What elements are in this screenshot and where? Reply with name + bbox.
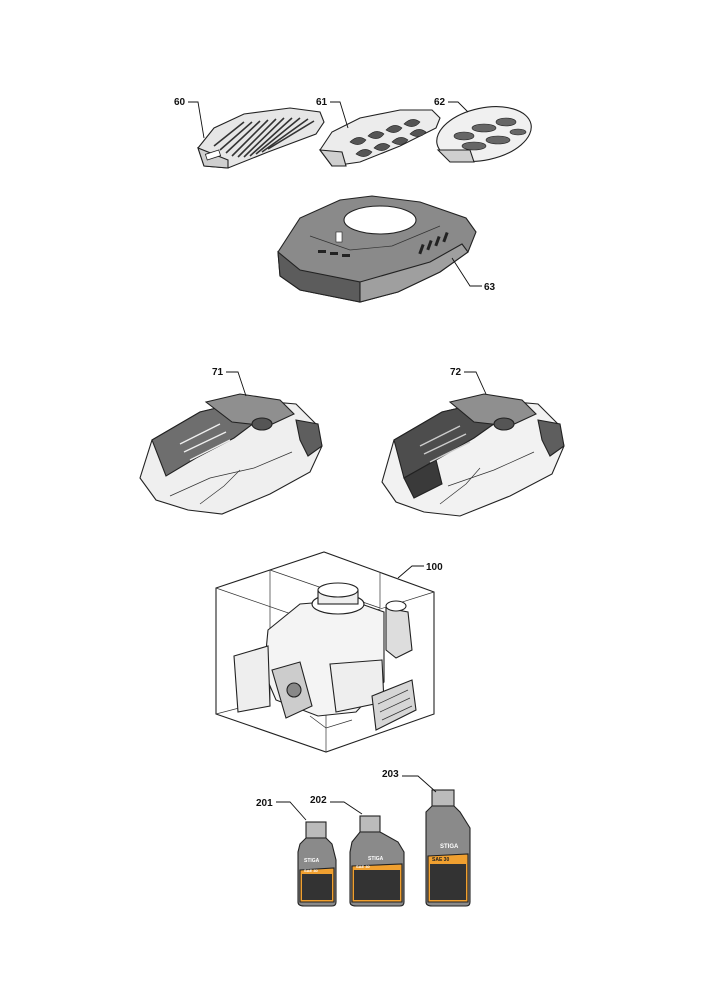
part-63-main-housing	[277, 195, 477, 303]
engine	[233, 582, 417, 731]
callout-202: 202	[310, 795, 363, 815]
brand-text: STIGA	[304, 858, 320, 864]
callout-63: 63	[451, 257, 496, 293]
grade-text: SAE 30	[432, 857, 449, 863]
part-62-round-cover	[436, 106, 532, 163]
callout-72: 72	[450, 367, 487, 395]
part-number-label: 201	[256, 798, 273, 809]
callout-62: 62	[434, 97, 469, 113]
part-number-label: 72	[450, 367, 462, 378]
part-number-label: 100	[426, 562, 443, 573]
part-number-label: 62	[434, 97, 446, 108]
part-number-label: 202	[310, 795, 327, 806]
callout-60: 60	[174, 97, 205, 139]
grade-text: SAE 30	[304, 868, 319, 873]
part-201-oil-bottle: STIGA SAE 30	[297, 821, 337, 907]
callout-203: 203	[382, 769, 437, 793]
callout-201: 201	[256, 798, 307, 821]
part-71-hood-cover	[139, 393, 323, 515]
part-number-label: 60	[174, 97, 186, 108]
part-203-oil-bottle: STIGA SAE 30	[425, 789, 471, 907]
part-202-oil-bottle: STIGA SAE 30	[349, 815, 405, 907]
part-number-label: 71	[212, 367, 224, 378]
part-number-label: 61	[316, 97, 328, 108]
part-61-patterned-cover	[318, 109, 441, 167]
callout-100: 100	[397, 562, 443, 579]
part-number-label: 63	[484, 282, 496, 293]
part-number-label: 203	[382, 769, 399, 780]
callout-71: 71	[212, 367, 247, 397]
part-72-hood-cover	[381, 393, 565, 517]
brand-text: STIGA	[440, 844, 459, 850]
brand-text: STIGA	[368, 856, 384, 862]
callout-61: 61	[316, 97, 349, 129]
part-60-slotted-cover	[197, 107, 325, 169]
grade-text: SAE 30	[356, 864, 371, 869]
